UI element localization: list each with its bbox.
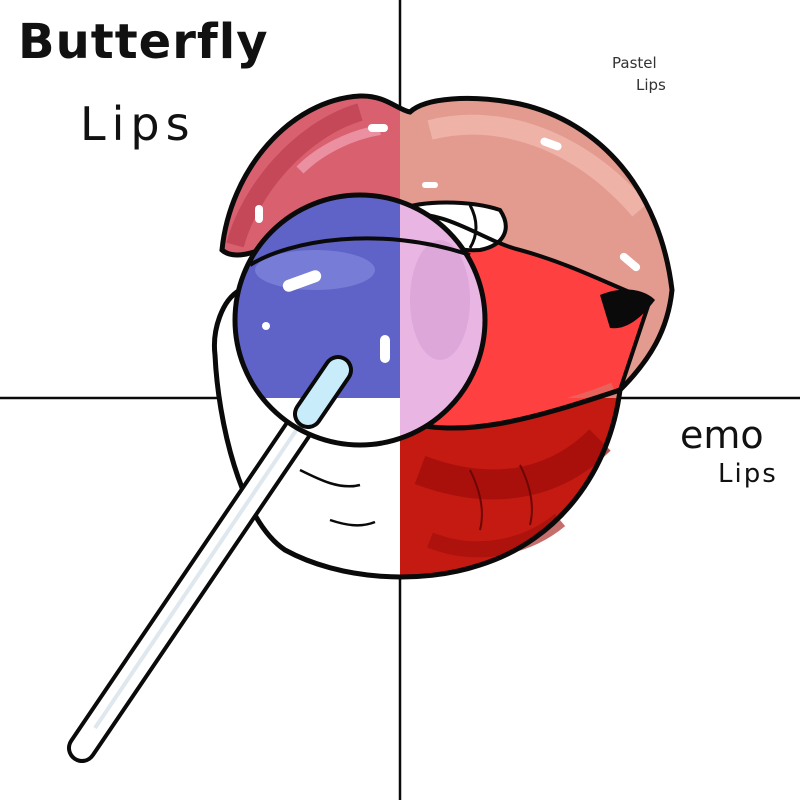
label-emo: emo Lips (680, 413, 778, 489)
lower-lip (214, 290, 620, 577)
candy-highlight (282, 270, 322, 292)
label-emo-title: emo (680, 413, 764, 457)
label-butterfly-title: Butterfly (18, 14, 269, 70)
label-pastel-title: Pastel (612, 54, 657, 72)
lollipop-stick-tip (293, 355, 353, 429)
lollipop-stick (67, 360, 350, 763)
label-butterfly: Butterfly Lips (18, 14, 269, 151)
label-pastel-sub: Lips (636, 76, 666, 94)
label-butterfly-sub: Lips (80, 97, 196, 151)
lollipop (67, 192, 488, 763)
lollipop-candy (232, 192, 488, 448)
lip-highlight (422, 182, 438, 188)
candy-highlight (262, 322, 270, 330)
candy-highlight (380, 335, 390, 363)
lip-highlight (619, 252, 641, 272)
label-emo-sub: Lips (718, 459, 778, 489)
lip-highlight (540, 137, 562, 151)
label-pastel: Pastel Lips (612, 54, 666, 94)
lip-highlight (368, 124, 388, 132)
lip-highlight (255, 205, 263, 223)
upper-lip (222, 96, 672, 390)
